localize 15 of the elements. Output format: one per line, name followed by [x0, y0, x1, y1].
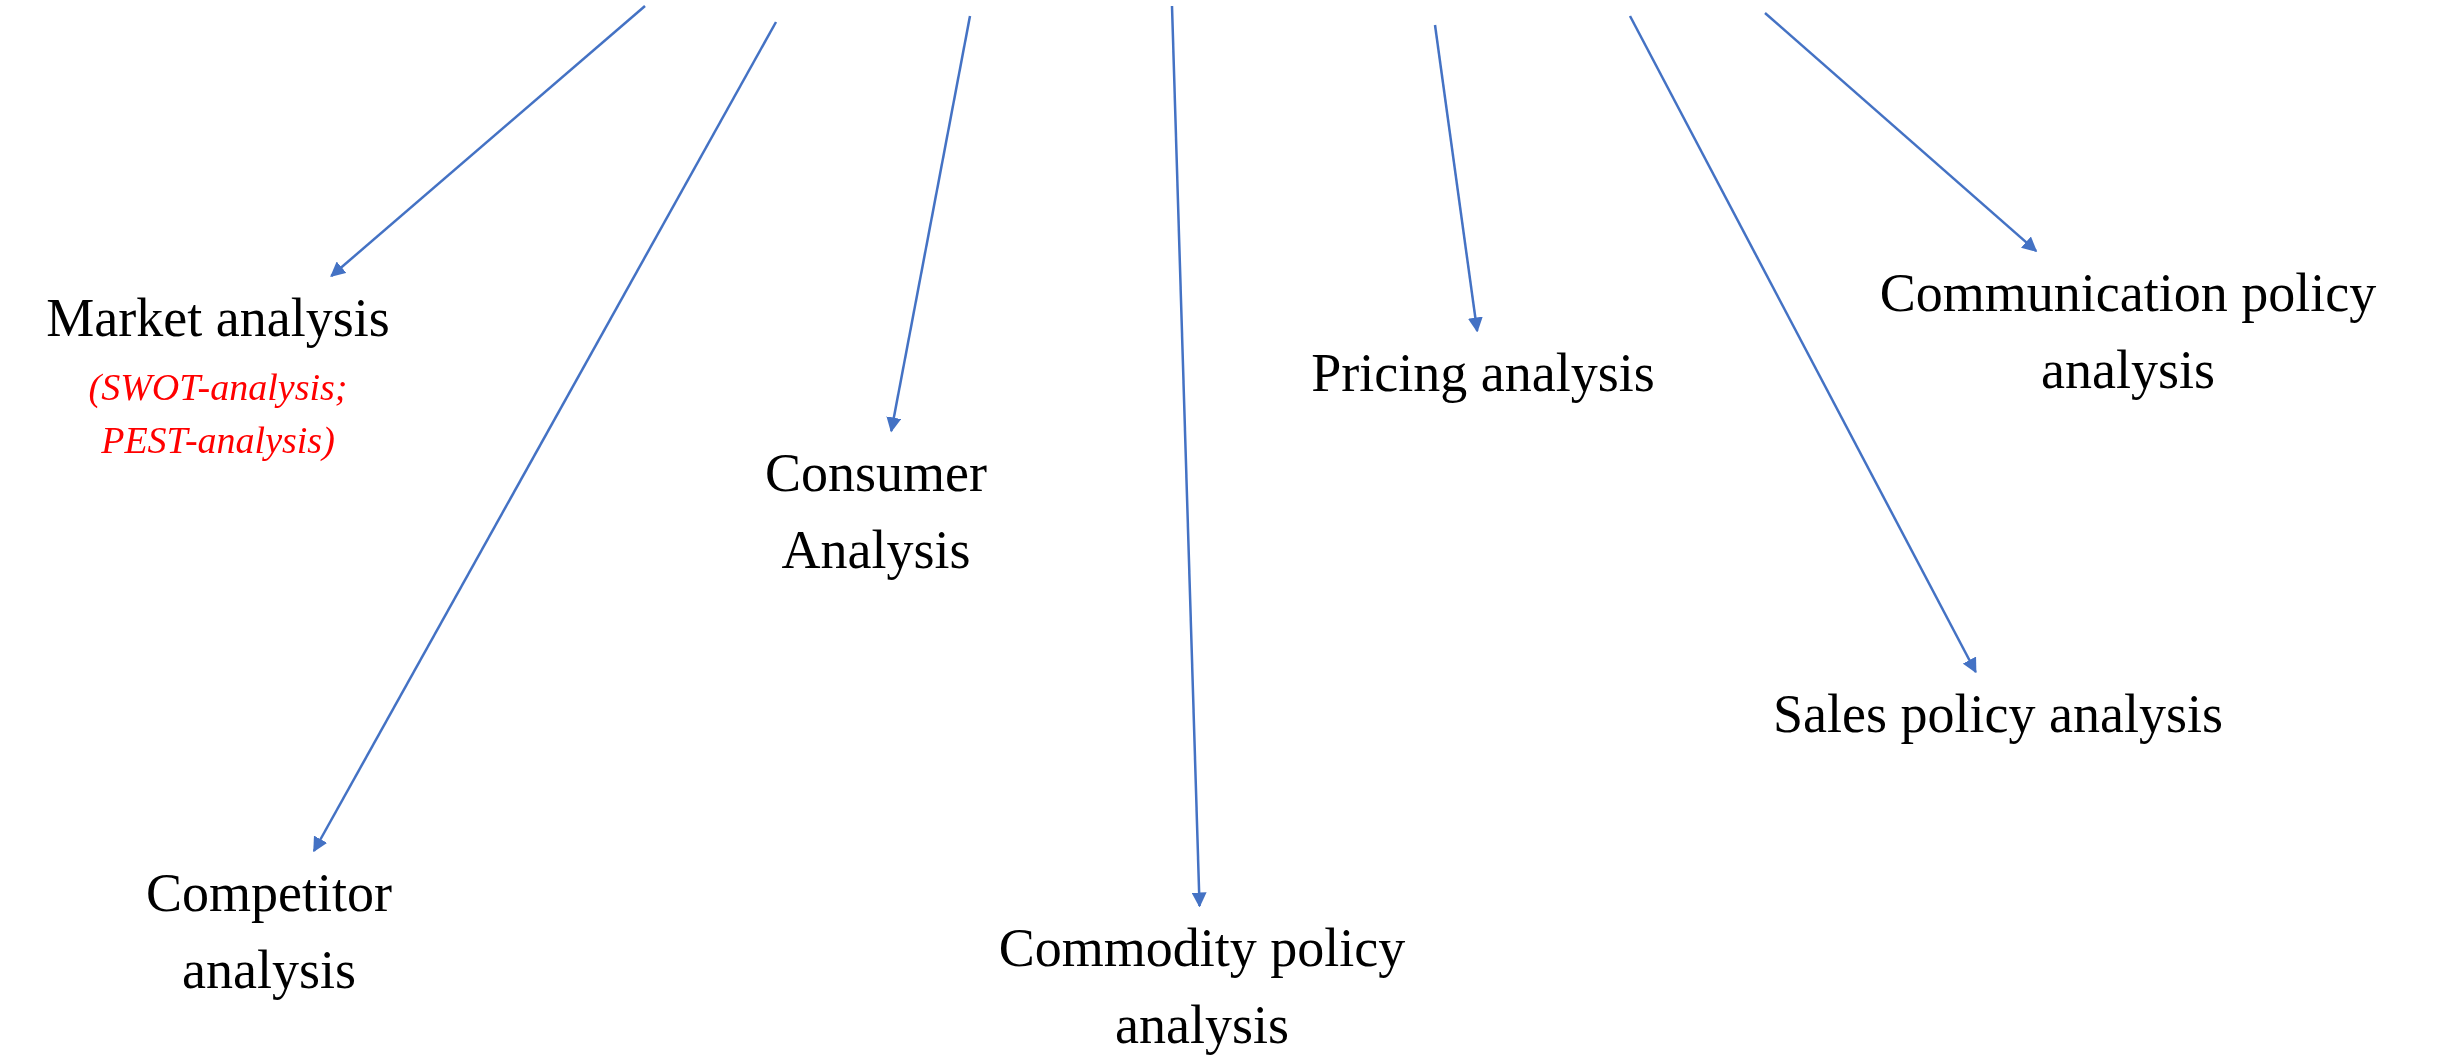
node-label: Communication policy analysis [1878, 262, 2378, 402]
node-note: (SWOT-analysis; PEST-analysis) [87, 364, 349, 463]
arrow [1170, 5, 1207, 908]
arrow [330, 5, 646, 277]
node-label: Competitor analysis [145, 862, 393, 1002]
arrow [886, 15, 972, 433]
node-label: Market analysis [46, 287, 390, 350]
node-label: Commodity policy analysis [997, 917, 1407, 1057]
arrow [1433, 24, 1483, 333]
arrow [1628, 15, 1977, 674]
node-label: Sales policy analysis [1773, 683, 2223, 746]
arrow [312, 21, 778, 853]
node-label: Consumer Analysis [764, 442, 988, 582]
node-label: Pricing analysis [1311, 342, 1655, 405]
arrow [1764, 12, 2038, 252]
